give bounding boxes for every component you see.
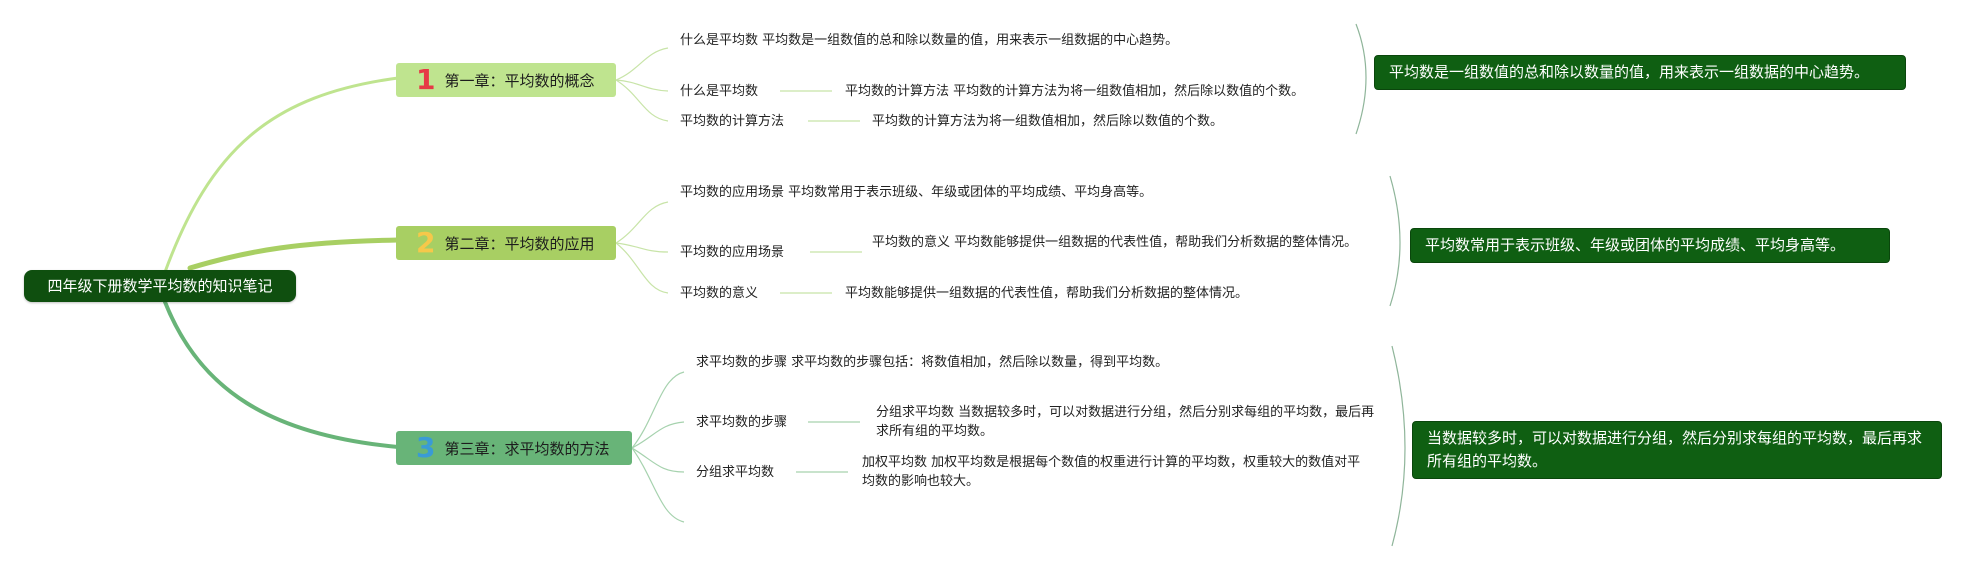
chapter-2-item-2-label[interactable]: 平均数的应用场景 (680, 245, 785, 260)
chapter-2-item-3-label[interactable]: 平均数的意义 (680, 286, 759, 301)
chapter-number-1: 1 (416, 63, 436, 96)
chapter-2-summary[interactable]: 平均数常用于表示班级、年级或团体的平均成绩、平均身高等。 (1410, 228, 1890, 263)
chapter-3-item-3-label[interactable]: 分组求平均数 (696, 465, 775, 480)
chapter-title: 第二章：平均数的应用 (444, 234, 595, 253)
chapter-title: 第三章：求平均数的方法 (444, 439, 610, 458)
root-link-ch1 (163, 76, 400, 274)
chapter-title: 第一章：平均数的概念 (444, 71, 595, 90)
chapter-2-item-3-detail[interactable]: 平均数能够提供一组数据的代表性值，帮助我们分析数据的整体情况。 (845, 286, 1249, 301)
chapter-1-item-1[interactable]: 什么是平均数 平均数是一组数值的总和除以数量的值，用来表示一组数据的中心趋势。 (680, 33, 1179, 48)
chapter-1-item-2-label[interactable]: 什么是平均数 (680, 84, 759, 99)
chapter-number-2: 2 (416, 226, 436, 259)
chapter-1-item-2-detail[interactable]: 平均数的计算方法 平均数的计算方法为将一组数值相加，然后除以数值的个数。 (845, 84, 1305, 99)
chapter-3-node[interactable]: 3 第三章：求平均数的方法 (396, 431, 632, 465)
chapter-2-node[interactable]: 2 第二章：平均数的应用 (396, 226, 616, 260)
chapter-3-summary[interactable]: 当数据较多时，可以对数据进行分组，然后分别求每组的平均数，最后再求所有组的平均数… (1412, 421, 1942, 479)
chapter-1-node[interactable]: 1 第一章：平均数的概念 (396, 63, 616, 97)
chapter-3-item-1[interactable]: 求平均数的步骤 求平均数的步骤包括：将数值相加，然后除以数量，得到平均数。 (696, 355, 1169, 370)
root-link-ch2 (187, 237, 401, 271)
summary-bracket-3 (1391, 345, 1406, 547)
chapter-3-item-3-detail[interactable]: 加权平均数 加权平均数是根据每个数值的权重进行计算的平均数，权重较大的数值对平均… (862, 455, 1361, 489)
chapter-1-item-3-label[interactable]: 平均数的计算方法 (680, 114, 785, 129)
chapter-2-item-1[interactable]: 平均数的应用场景 平均数常用于表示班级、年级或团体的平均成绩、平均身高等。 (680, 185, 1153, 200)
chapter-number-3: 3 (416, 431, 436, 464)
chapter-3-item-2-label[interactable]: 求平均数的步骤 (696, 415, 788, 430)
chapter-3-item-2-detail[interactable]: 分组求平均数 当数据较多时，可以对数据进行分组，然后分别求每组的平均数，最后再求… (876, 405, 1375, 439)
summary-bracket-2 (1389, 175, 1401, 307)
root-link-ch3 (163, 300, 400, 449)
chapter-1-item-3-detail[interactable]: 平均数的计算方法为将一组数值相加，然后除以数值的个数。 (872, 114, 1224, 129)
summary-bracket-1 (1355, 23, 1367, 135)
chapter-1-summary[interactable]: 平均数是一组数值的总和除以数量的值，用来表示一组数据的中心趋势。 (1374, 55, 1906, 90)
root-topic[interactable]: 四年级下册数学平均数的知识笔记 (24, 270, 296, 302)
chapter-2-item-2-detail[interactable]: 平均数的意义 平均数能够提供一组数据的代表性值，帮助我们分析数据的整体情况。 (872, 235, 1358, 250)
